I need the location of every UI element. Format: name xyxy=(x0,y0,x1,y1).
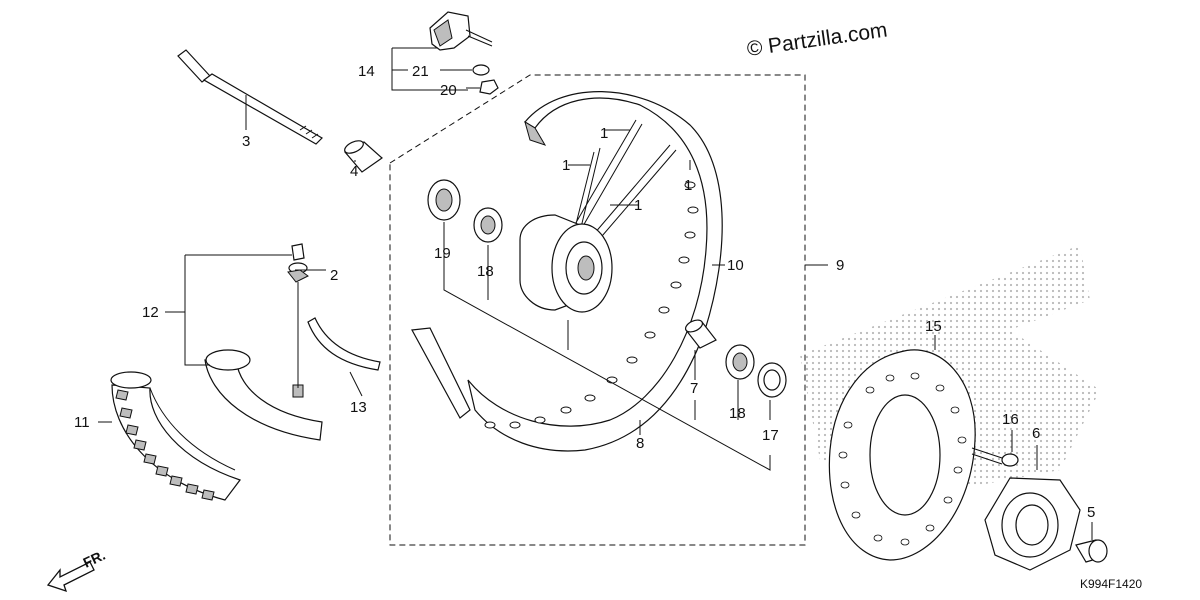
callout-1a: 1 xyxy=(600,125,608,142)
side-collar-part[interactable] xyxy=(1075,539,1108,563)
collar-part[interactable] xyxy=(343,138,383,173)
diagram-code: K994F1420 xyxy=(1080,577,1142,591)
callout-1d: 1 xyxy=(634,197,642,214)
callout-10: 10 xyxy=(727,257,744,274)
callout-1c: 1 xyxy=(684,177,692,194)
bolt-part[interactable] xyxy=(971,447,1019,467)
dust-seal-part[interactable] xyxy=(757,362,787,398)
callout-20: 20 xyxy=(440,82,457,99)
callout-17: 17 xyxy=(762,427,779,444)
callout-13: 13 xyxy=(350,399,367,416)
front-label: FR. xyxy=(81,547,108,571)
brake-disc-part[interactable] xyxy=(828,349,976,561)
distance-collar-part[interactable] xyxy=(684,318,717,349)
callout-18b: 18 xyxy=(729,405,746,422)
callout-21: 21 xyxy=(412,63,429,80)
front-direction-marker: FR. xyxy=(46,547,108,593)
copyright-text: © Partzilla.com xyxy=(745,18,888,60)
tire-part[interactable] xyxy=(110,371,241,501)
callout-16: 16 xyxy=(1002,411,1019,428)
hub-part[interactable] xyxy=(519,214,613,313)
callout-18a: 18 xyxy=(477,263,494,280)
callout-11: 11 xyxy=(74,414,90,431)
bearing-19-part[interactable] xyxy=(427,179,461,221)
bearing-18-upper-part[interactable] xyxy=(473,207,503,243)
valve-part[interactable] xyxy=(287,243,309,283)
leader-lines xyxy=(98,47,1093,540)
spokes-part[interactable] xyxy=(559,119,677,253)
callout-8: 8 xyxy=(636,435,644,452)
rim-band-part[interactable] xyxy=(307,317,381,371)
front-arrow-icon xyxy=(46,561,95,593)
bearing-18-lower-part[interactable] xyxy=(725,344,755,380)
callout-1b: 1 xyxy=(562,157,570,174)
callout-9: 9 xyxy=(836,257,844,274)
callout-7: 7 xyxy=(690,380,698,397)
callout-19: 19 xyxy=(434,245,451,262)
rim-part[interactable] xyxy=(411,91,723,452)
tube-part[interactable] xyxy=(204,349,323,441)
callout-15: 15 xyxy=(925,318,942,335)
callout-4: 4 xyxy=(350,163,358,180)
rim-lock-part[interactable] xyxy=(429,11,499,95)
callout-5: 5 xyxy=(1087,504,1095,521)
axle-part[interactable] xyxy=(177,49,323,145)
callout-14: 14 xyxy=(358,63,375,80)
callout-2: 2 xyxy=(330,267,338,284)
callout-6: 6 xyxy=(1032,425,1040,442)
wheel-assembly-box xyxy=(389,74,806,546)
callout-3: 3 xyxy=(242,133,250,150)
disc-holder-part[interactable] xyxy=(984,477,1081,571)
callout-12: 12 xyxy=(142,304,159,321)
